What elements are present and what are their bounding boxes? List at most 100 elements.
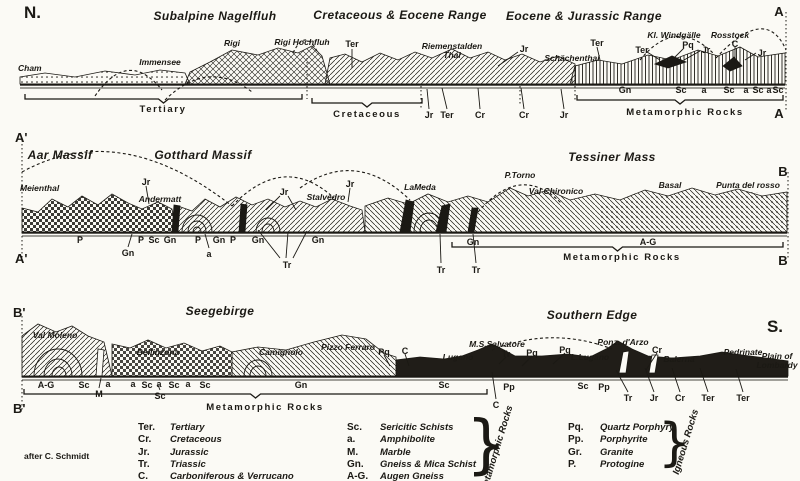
- leader-line: [285, 231, 289, 259]
- section-title: Eocene & Jurassic Range: [506, 9, 662, 23]
- unit-label: Jr: [559, 110, 569, 120]
- legend-abbr: C.: [138, 471, 148, 481]
- unit-label: a: [105, 379, 111, 389]
- place-label: Schächenthal: [544, 53, 600, 63]
- place-label: Stalvedro: [306, 192, 346, 202]
- range-bracket: [311, 98, 423, 108]
- section-endpoint: A': [15, 251, 28, 266]
- leader-line: [439, 233, 442, 264]
- legend-abbr: Gn.: [347, 458, 364, 470]
- legend-group-brace: }: [466, 408, 507, 481]
- legend-abbr: Pq.: [568, 422, 584, 433]
- place-label: Cham: [18, 63, 42, 73]
- unit-label: Tr: [471, 265, 481, 275]
- unit-label: Gn: [121, 248, 135, 258]
- unit-label: Sc: [199, 380, 211, 390]
- unit-label: Sc: [752, 85, 764, 95]
- unit-label: Ter: [701, 393, 715, 403]
- leader-line: [441, 87, 448, 110]
- unit-label: Gn: [466, 237, 480, 247]
- unit-label: a: [766, 85, 772, 95]
- unit-label: Sc: [154, 391, 166, 401]
- legend-abbr: Tr.: [138, 458, 150, 470]
- legend-abbr: a.: [347, 434, 356, 446]
- place-label: Rosstock: [710, 30, 750, 40]
- unit-label: Ter: [736, 393, 750, 403]
- unit-label: P: [229, 235, 237, 245]
- leader-line: [347, 187, 351, 203]
- unit-label: Gn: [163, 235, 177, 245]
- place-label: Pedrinate: [723, 347, 763, 357]
- unit-label: Sc: [438, 380, 450, 390]
- place-label: Punta del rosso: [716, 180, 780, 190]
- unit-label: Jr: [424, 110, 434, 120]
- unit-label: Sc: [675, 85, 687, 95]
- legend-abbr: Jr.: [138, 446, 150, 458]
- legend-name: Quartz Porphyry: [600, 422, 675, 433]
- section-endpoint: B: [778, 164, 788, 179]
- legend-name: Augen Gneiss: [380, 471, 444, 481]
- unit-label: P: [76, 235, 84, 245]
- unit-label: Gn: [311, 235, 325, 245]
- leader-line: [735, 368, 744, 393]
- section-endpoint: B': [13, 401, 26, 416]
- place-label: Immensee: [139, 57, 181, 67]
- compass-label: S.: [766, 317, 784, 336]
- legend-abbr: Ter.: [138, 422, 156, 433]
- leader-line: [699, 367, 709, 393]
- unit-label: Pq: [682, 40, 694, 50]
- unit-label: a: [156, 379, 162, 389]
- leader-line: [265, 195, 281, 211]
- unit-label: Jr: [757, 48, 767, 58]
- leader-line: [491, 371, 497, 400]
- section-title: Cretaceous & Eocene Range: [313, 8, 487, 22]
- section-endpoint: A: [774, 4, 784, 19]
- leader-line: [683, 50, 701, 61]
- legend-name: Cretaceous: [170, 434, 222, 446]
- unit-label: M: [95, 389, 103, 399]
- unit-label: a: [185, 379, 191, 389]
- place-label: Balerna: [663, 354, 695, 364]
- figure-credit: after C. Schmidt: [24, 451, 90, 461]
- unit-label: Gn: [251, 235, 265, 245]
- unit-label: Cr: [651, 345, 663, 355]
- place-label: Val Chironico: [528, 186, 584, 196]
- place-label: Riemenstalden: [421, 41, 483, 51]
- leader-line: [127, 233, 133, 248]
- legend-abbr: Sc.: [347, 422, 363, 433]
- bracket-label: Cretaceous: [333, 109, 401, 120]
- place-label: Pizzo Ferraro: [321, 342, 375, 352]
- legend-name: Marble: [380, 446, 411, 458]
- legend-name: Porphyrite: [600, 434, 648, 446]
- unit-label: P: [194, 235, 202, 245]
- leader-line: [98, 377, 102, 389]
- bracket-label: Metamorphic Rocks: [626, 107, 744, 118]
- section-title: Southern Edge: [546, 308, 638, 322]
- leader-line: [520, 87, 525, 110]
- section-title: Tessiner Mass: [568, 150, 656, 164]
- unit-label: Gn: [618, 85, 632, 95]
- unit-label: Pq: [526, 348, 538, 358]
- place-label: Lombardy: [756, 360, 798, 370]
- leader-line: [426, 88, 430, 110]
- unit-label: a: [701, 85, 707, 95]
- unit-label: Sc: [168, 380, 180, 390]
- section-title: Seegebirge: [185, 304, 255, 318]
- legend-name: Gneiss & Mica Schist: [380, 458, 477, 470]
- compass-label: N.: [24, 3, 41, 22]
- leader-line: [671, 367, 681, 393]
- section-endpoint: B: [778, 253, 788, 268]
- place-label: Andermatt: [138, 194, 182, 204]
- unit-label: Jr: [701, 45, 711, 55]
- unit-label: Sc: [723, 85, 735, 95]
- unit-label: a: [743, 85, 749, 95]
- leader-line: [644, 367, 655, 393]
- legend-name: Amphibolite: [380, 434, 435, 446]
- unit-label: Tr: [436, 265, 446, 275]
- legend-abbr: Gr.: [568, 446, 582, 458]
- unit-label: Gn: [212, 235, 226, 245]
- leader-line: [646, 51, 661, 61]
- unit-label: C: [731, 39, 739, 49]
- legend-name: Tertiary: [170, 422, 205, 433]
